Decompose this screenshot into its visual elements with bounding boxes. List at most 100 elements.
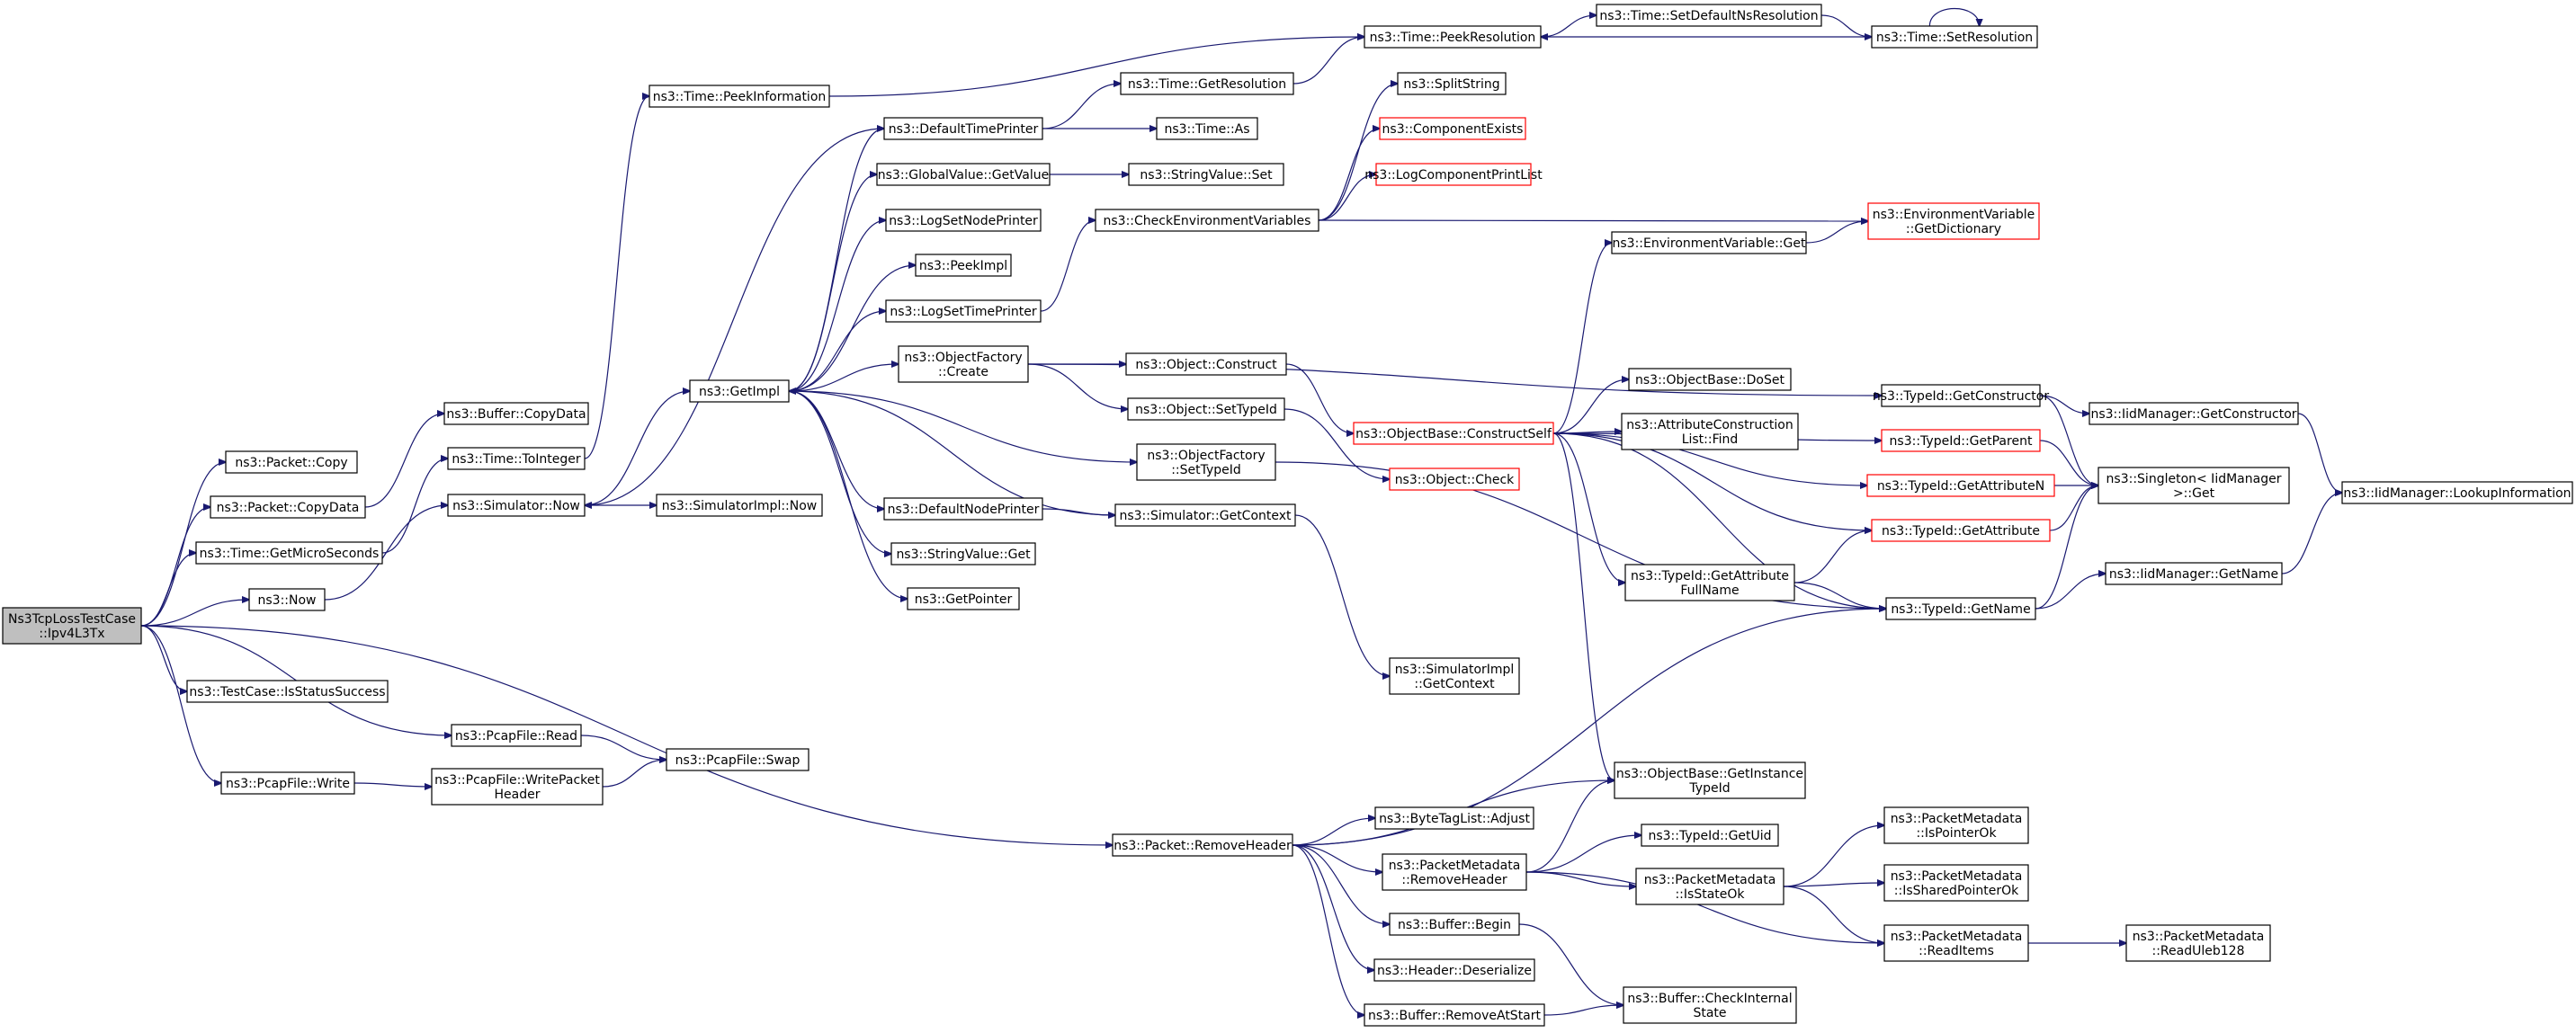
- node-obj-construct[interactable]: ns3::Object::Construct: [1125, 352, 1287, 376]
- edge-objbase-constructself-to-typeid-getname: [1552, 432, 1886, 609]
- node-pcap-read[interactable]: ns3::PcapFile::Read: [451, 724, 582, 747]
- node-default-timeprinter[interactable]: ns3::DefaultTimePrinter: [883, 117, 1043, 140]
- node-iidmgr-getname[interactable]: ns3::IidManager::GetName: [2105, 562, 2283, 585]
- node-time-peekres[interactable]: ns3::Time::PeekResolution: [1364, 25, 1542, 49]
- edge-typeid-getconstructor-to-singleton-get: [2039, 395, 2098, 485]
- node-typeid-getname[interactable]: ns3::TypeId::GetName: [1885, 597, 2036, 620]
- node-iidmgr-lookup[interactable]: ns3::IidManager::LookupInformation: [2341, 481, 2573, 504]
- node-typeid-getattr[interactable]: ns3::TypeId::GetAttribute: [1871, 519, 2051, 542]
- node-box: [1883, 806, 2029, 844]
- node-typeid-getconstructor[interactable]: ns3::TypeId::GetConstructor: [1873, 384, 2049, 407]
- node-obj-settypeid[interactable]: ns3::Object::SetTypeId: [1127, 397, 1285, 421]
- node-box: [666, 748, 809, 771]
- node-label: ns3::Time::As: [1164, 122, 1249, 137]
- node-testcase-isstatus[interactable]: ns3::TestCase::IsStatusSuccess: [186, 680, 389, 703]
- node-box: [1596, 4, 1822, 27]
- node-layer: Ns3TcpLossTestCase::Ipv4L3Txns3::Packet:…: [2, 4, 2573, 1027]
- edge-packet-removeheader-to-bytetaglist-adjust: [1292, 818, 1375, 846]
- node-obj-check[interactable]: ns3::Object::Check: [1389, 468, 1520, 491]
- node-logsetnode[interactable]: ns3::LogSetNodePrinter: [885, 209, 1042, 232]
- node-stringvalue-get[interactable]: ns3::StringValue::Get: [890, 542, 1036, 565]
- node-objfactory-create[interactable]: ns3::ObjectFactory::Create: [898, 345, 1029, 383]
- edge-checkenv-to-logcompprint: [1318, 174, 1376, 221]
- node-label: ns3::GetPointer: [915, 592, 1013, 607]
- node-logcompprint[interactable]: ns3::LogComponentPrintList: [1364, 163, 1543, 186]
- node-time-tointeger[interactable]: ns3::Time::ToInteger: [447, 447, 586, 470]
- node-buffer-removeatstart[interactable]: ns3::Buffer::RemoveAtStart: [1364, 1003, 1545, 1027]
- node-sim-getcontext[interactable]: ns3::Simulator::GetContext: [1114, 503, 1296, 527]
- node-getpointer[interactable]: ns3::GetPointer: [907, 587, 1020, 610]
- node-box: [248, 588, 326, 611]
- node-label: ns3::DefaultNodePrinter: [888, 503, 1040, 517]
- node-time-as[interactable]: ns3::Time::As: [1156, 117, 1258, 140]
- node-header-deserialize[interactable]: ns3::Header::Deserialize: [1373, 958, 1535, 982]
- node-peekimpl[interactable]: ns3::PeekImpl: [915, 254, 1012, 277]
- node-label: ns3::Packet::CopyData: [217, 501, 360, 515]
- node-label: ns3::ComponentExists: [1382, 122, 1524, 137]
- node-now[interactable]: ns3::Now: [248, 588, 326, 611]
- node-box: [195, 541, 383, 565]
- node-packet-copydata[interactable]: ns3::Packet::CopyData: [210, 495, 366, 519]
- node-typeid-getuid[interactable]: ns3::TypeId::GetUid: [1641, 824, 1779, 847]
- node-default-nodeprinter[interactable]: ns3::DefaultNodePrinter: [883, 497, 1043, 521]
- node-pktmeta-issharedok[interactable]: ns3::PacketMetadata::IsSharedPointerOk: [1883, 864, 2029, 902]
- node-time-setres[interactable]: ns3::Time::SetResolution: [1871, 25, 2038, 49]
- node-packet-removeheader[interactable]: ns3::Packet::RemoveHeader: [1112, 833, 1293, 857]
- node-pcap-write[interactable]: ns3::PcapFile::Write: [220, 771, 355, 795]
- node-stringvalue-set[interactable]: ns3::StringValue::Set: [1128, 163, 1284, 186]
- node-logsettime[interactable]: ns3::LogSetTimePrinter: [885, 299, 1042, 323]
- node-box: [1611, 231, 1807, 254]
- node-pktmeta-isstateok[interactable]: ns3::PacketMetadata::IsStateOk: [1635, 868, 1784, 905]
- edge-obj-construct-to-objbase-constructself: [1285, 363, 1354, 433]
- node-objbase-doset[interactable]: ns3::ObjectBase::DoSet: [1628, 368, 1792, 391]
- node-pktmeta-removeheader[interactable]: ns3::PacketMetadata::RemoveHeader: [1382, 853, 1527, 891]
- node-label: ns3::TypeId::GetAttribute: [1631, 569, 1789, 583]
- node-pktmeta-ispointerok[interactable]: ns3::PacketMetadata::IsPointerOk: [1883, 806, 2029, 844]
- node-typeid-getattrn[interactable]: ns3::TypeId::GetAttributeN: [1866, 474, 2055, 497]
- node-box: [1373, 958, 1535, 982]
- node-typeid-getparent[interactable]: ns3::TypeId::GetParent: [1881, 429, 2041, 452]
- node-label: ns3::LogComponentPrintList: [1364, 168, 1543, 183]
- node-label: ns3::EnvironmentVariable::Get: [1613, 236, 1806, 251]
- node-pcap-swap[interactable]: ns3::PcapFile::Swap: [666, 748, 809, 771]
- node-box: [1866, 474, 2055, 497]
- node-envvar-getdict[interactable]: ns3::EnvironmentVariable::GetDictionary: [1867, 202, 2040, 240]
- node-iidmgr-getconstructor[interactable]: ns3::IidManager::GetConstructor: [2089, 402, 2299, 425]
- node-buffer-copydata[interactable]: ns3::Buffer::CopyData: [443, 402, 589, 425]
- edge-time-setdefault-to-time-setres: [1820, 14, 1872, 37]
- edge-checkenv-to-compexists: [1318, 129, 1380, 221]
- node-packet-copy[interactable]: ns3::Packet::Copy: [225, 450, 358, 474]
- node-splitstring[interactable]: ns3::SplitString: [1397, 72, 1507, 95]
- node-time-getres[interactable]: ns3::Time::GetResolution: [1120, 72, 1294, 95]
- node-envvar-get[interactable]: ns3::EnvironmentVariable::Get: [1611, 231, 1807, 254]
- node-compexists[interactable]: ns3::ComponentExists: [1379, 117, 1526, 140]
- node-objfactory-settypeid[interactable]: ns3::ObjectFactory::SetTypeId: [1136, 443, 1276, 481]
- node-pktmeta-readuleb[interactable]: ns3::PacketMetadata::ReadUleb128: [2125, 924, 2271, 962]
- node-sim-now[interactable]: ns3::Simulator::Now: [447, 494, 586, 517]
- node-label: ns3::Time::PeekResolution: [1370, 31, 1536, 45]
- node-label: ns3::Object::Construct: [1135, 358, 1277, 372]
- node-getimpl[interactable]: ns3::GetImpl: [689, 379, 790, 403]
- node-bytetaglist-adjust[interactable]: ns3::ByteTagList::Adjust: [1374, 806, 1534, 830]
- node-time-getmicro[interactable]: ns3::Time::GetMicroSeconds: [195, 541, 383, 565]
- node-label: ns3::Singleton< IidManager: [2106, 472, 2282, 486]
- node-label: ns3::TypeId::GetUid: [1648, 829, 1771, 843]
- node-pktmeta-readitems[interactable]: ns3::PacketMetadata::ReadItems: [1883, 924, 2029, 962]
- node-simimpl-now[interactable]: ns3::SimulatorImpl::Now: [656, 494, 823, 517]
- node-objbase-constructself[interactable]: ns3::ObjectBase::ConstructSelf: [1353, 422, 1554, 445]
- node-label: ns3::Object::Check: [1395, 473, 1515, 487]
- node-buffer-begin[interactable]: ns3::Buffer::Begin: [1389, 913, 1520, 936]
- node-simimpl-getcontext[interactable]: ns3::SimulatorImpl::GetContext: [1389, 657, 1520, 695]
- node-root[interactable]: Ns3TcpLossTestCase::Ipv4L3Tx: [2, 607, 142, 645]
- edge-checkenv-to-envvar-getdict: [1318, 220, 1868, 221]
- node-time-peekinfo[interactable]: ns3::Time::PeekInformation: [648, 85, 830, 108]
- node-singleton-get[interactable]: ns3::Singleton< IidManager >::Get: [2097, 467, 2290, 504]
- node-globalvalue-get[interactable]: ns3::GlobalValue::GetValue: [876, 163, 1051, 186]
- node-time-setdefault[interactable]: ns3::Time::SetDefaultNsResolution: [1596, 4, 1822, 27]
- node-checkenv[interactable]: ns3::CheckEnvironmentVariables: [1095, 209, 1319, 232]
